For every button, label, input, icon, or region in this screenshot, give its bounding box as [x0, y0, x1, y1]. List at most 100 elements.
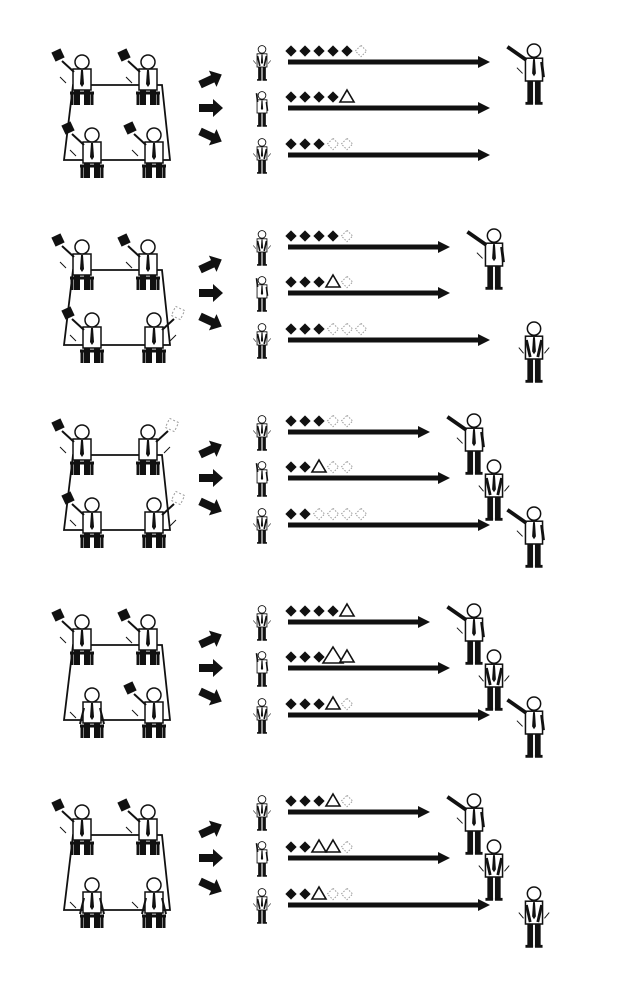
filled-diamond-icon — [285, 276, 297, 288]
voting-card-icon — [164, 417, 180, 433]
filled-diamond-icon — [285, 651, 297, 663]
small-standing-person-icon — [252, 138, 272, 174]
filled-diamond-icon — [313, 605, 325, 617]
faded-diamond-icon — [340, 460, 354, 474]
filled-diamond-icon — [327, 91, 339, 103]
progress-arrow — [288, 806, 430, 818]
small-standing-person-icon — [252, 795, 272, 831]
seated-person-icon — [69, 877, 105, 928]
faded-diamond-icon — [340, 840, 354, 854]
voting-card-icon — [51, 233, 65, 247]
voting-card-icon — [170, 490, 186, 506]
filled-diamond-icon — [285, 888, 297, 900]
seated-person-icon — [69, 687, 105, 738]
step-arrow-icon — [199, 849, 223, 867]
seated-person-icon — [117, 233, 160, 290]
filled-diamond-icon — [285, 461, 297, 473]
step-arrow-icon — [198, 877, 222, 896]
progress-arrow — [288, 852, 450, 864]
faded-diamond-icon — [340, 322, 354, 336]
voting-card-icon — [61, 121, 75, 135]
step-arrow-icon — [198, 127, 222, 146]
large-standing-person-icon — [506, 696, 545, 758]
seated-person-icon — [123, 681, 166, 738]
progress-arrow — [288, 616, 430, 628]
filled-diamond-icon — [299, 841, 311, 853]
faded-diamond-icon — [326, 137, 340, 151]
voting-round-panel — [51, 43, 545, 178]
filled-diamond-icon — [285, 698, 297, 710]
filled-diamond-icon — [285, 508, 297, 520]
step-arrow-icon — [199, 284, 223, 302]
filled-diamond-icon — [313, 276, 325, 288]
large-standing-person-icon — [446, 413, 485, 475]
filled-diamond-icon — [313, 698, 325, 710]
small-standing-person-icon — [255, 841, 269, 877]
faded-diamond-icon — [326, 887, 340, 901]
step-arrow-icon — [198, 497, 222, 516]
filled-diamond-icon — [285, 605, 297, 617]
filled-diamond-icon — [313, 651, 325, 663]
step-arrow-icon — [198, 687, 222, 706]
large-standing-person-icon — [478, 649, 510, 711]
small-standing-person-icon — [255, 651, 269, 687]
filled-diamond-icon — [285, 230, 297, 242]
voting-round-panel — [51, 228, 550, 383]
table-outline — [62, 454, 172, 531]
seated-person-icon — [61, 491, 104, 548]
progress-arrow — [288, 709, 490, 721]
faded-diamond-icon — [326, 460, 340, 474]
faded-diamond-icon — [340, 414, 354, 428]
voting-round-panel — [51, 602, 545, 758]
progress-arrow — [288, 899, 490, 911]
small-standing-person-icon — [252, 45, 272, 81]
filled-diamond-icon — [299, 605, 311, 617]
filled-diamond-icon — [285, 323, 297, 335]
voting-card-icon — [61, 306, 75, 320]
voting-card-icon — [170, 305, 186, 321]
filled-diamond-icon — [299, 461, 311, 473]
progress-arrow — [288, 102, 490, 114]
filled-diamond-icon — [313, 795, 325, 807]
voting-card-icon — [51, 48, 65, 62]
filled-diamond-icon — [285, 91, 297, 103]
voting-card-icon — [51, 798, 65, 812]
voting-round-panel — [51, 413, 545, 568]
triangle-icon — [310, 458, 328, 473]
seated-person-icon — [117, 798, 160, 855]
faded-diamond-icon — [340, 697, 354, 711]
table-outline — [62, 644, 172, 721]
voting-card-icon — [123, 121, 137, 135]
filled-diamond-icon — [299, 138, 311, 150]
voting-card-icon — [117, 233, 131, 247]
large-standing-person-icon — [478, 459, 510, 521]
small-standing-person-icon — [255, 276, 269, 312]
seated-person-icon — [51, 233, 94, 290]
voting-card-icon — [117, 608, 131, 622]
filled-diamond-icon — [327, 605, 339, 617]
faded-diamond-icon — [340, 137, 354, 151]
large-standing-person-icon — [446, 603, 485, 665]
large-standing-person-icon — [518, 321, 550, 383]
filled-diamond-icon — [299, 415, 311, 427]
faded-diamond-icon — [326, 322, 340, 336]
progress-arrow — [288, 241, 450, 253]
progress-arrow — [288, 519, 490, 531]
triangle-icon — [324, 695, 342, 710]
voting-card-icon — [117, 798, 131, 812]
filled-diamond-icon — [285, 415, 297, 427]
seated-person-icon — [61, 306, 104, 363]
triangle-icon — [324, 792, 342, 807]
filled-diamond-icon — [299, 651, 311, 663]
step-arrow-icon — [198, 630, 222, 649]
large-standing-person-icon — [506, 506, 545, 568]
voting-card-icon — [51, 608, 65, 622]
large-standing-person-icon — [446, 793, 485, 855]
filled-diamond-icon — [299, 508, 311, 520]
triangle-icon — [310, 838, 328, 853]
filled-diamond-icon — [285, 138, 297, 150]
filled-diamond-icon — [313, 138, 325, 150]
filled-diamond-icon — [285, 795, 297, 807]
filled-diamond-icon — [299, 795, 311, 807]
seated-person-icon — [142, 305, 186, 363]
